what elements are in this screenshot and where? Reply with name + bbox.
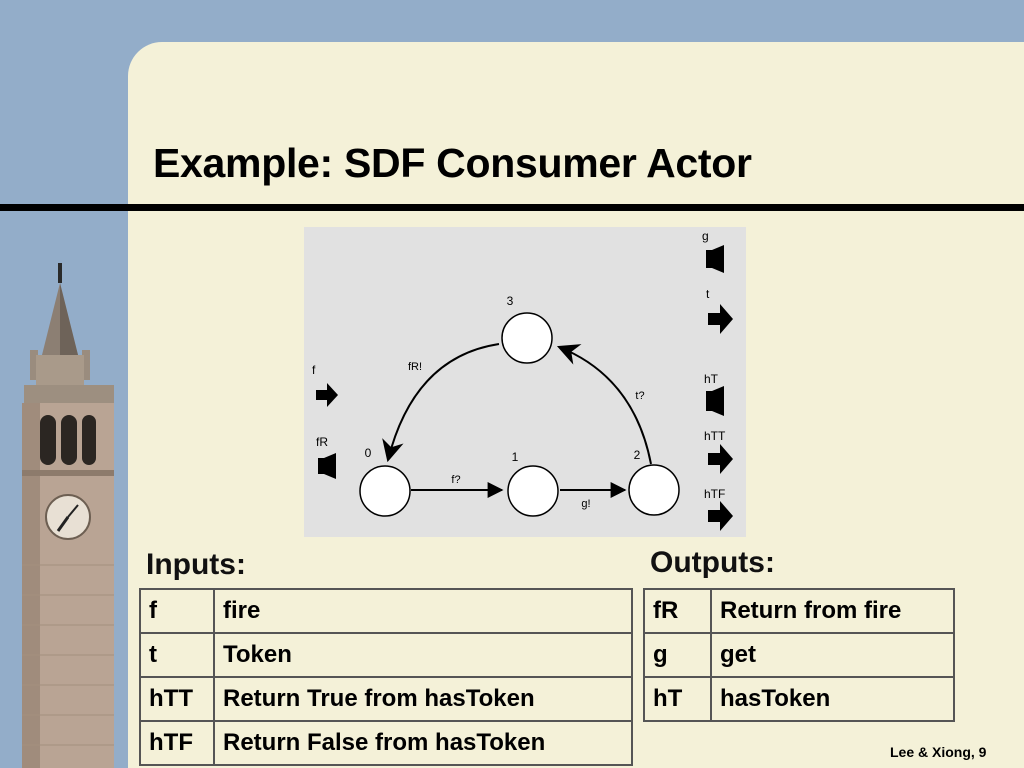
table-cell-value: hasToken <box>710 676 955 722</box>
slide-title: Example: SDF Consumer Actor <box>153 140 752 186</box>
table-cell-key: hTT <box>139 676 215 722</box>
state-label: 3 <box>507 294 514 308</box>
table-cell-value: Token <box>213 632 633 678</box>
output-port-icon <box>708 501 733 531</box>
input-port-icon <box>316 383 338 407</box>
state-machine-diagram: f? g! t? fR! 0 1 2 3 f fR g t hT hTT hTF <box>304 227 746 537</box>
title-divider <box>0 204 1024 211</box>
port-label: t <box>706 287 710 301</box>
table-row: f fire <box>139 588 633 634</box>
output-port-icon <box>708 444 733 474</box>
state-label: 2 <box>634 448 641 462</box>
port-label: g <box>702 229 709 243</box>
campanile-tower-image <box>22 263 114 768</box>
state-3 <box>501 312 553 364</box>
state-0 <box>359 465 411 517</box>
state-label: 0 <box>365 446 372 460</box>
transition-2-to-3 <box>556 344 652 465</box>
port-label: hT <box>704 372 719 386</box>
table-row: hT hasToken <box>643 676 955 722</box>
table-cell-key: t <box>139 632 215 678</box>
outputs-heading: Outputs: <box>650 546 775 579</box>
transition-label: f? <box>451 474 460 486</box>
table-cell-value: Return from fire <box>710 588 955 634</box>
state-label: 1 <box>512 450 519 464</box>
port-label: hTT <box>704 429 726 443</box>
state-2 <box>628 464 680 516</box>
state-1 <box>507 465 559 517</box>
transition-label: g! <box>581 498 590 510</box>
table-row: hTF Return False from hasToken <box>139 720 633 766</box>
port-label: f <box>312 363 316 377</box>
table-row: t Token <box>139 632 633 678</box>
table-cell-value: get <box>710 632 955 678</box>
table-row: fR Return from fire <box>643 588 955 634</box>
table-cell-key: g <box>643 632 712 678</box>
output-port-icon <box>708 304 733 334</box>
table-cell-value: Return True from hasToken <box>213 676 633 722</box>
table-row: g get <box>643 632 955 678</box>
table-cell-key: f <box>139 588 215 634</box>
table-cell-key: fR <box>643 588 712 634</box>
port-label: fR <box>316 435 328 449</box>
speaker-port-icon <box>706 245 724 273</box>
table-cell-key: hTF <box>139 720 215 766</box>
inputs-table: f fire t Token hTT Return True from hasT… <box>139 588 633 766</box>
outputs-table: fR Return from fire g get hT hasToken <box>643 588 955 722</box>
slide-footer: Lee & Xiong, 9 <box>890 744 987 760</box>
table-cell-value: Return False from hasToken <box>213 720 633 766</box>
transition-3-to-0 <box>382 343 500 463</box>
table-cell-key: hT <box>643 676 712 722</box>
inputs-heading: Inputs: <box>146 548 246 581</box>
port-label: hTF <box>704 487 725 501</box>
transition-label: t? <box>635 390 644 402</box>
speaker-port-icon <box>706 386 724 416</box>
table-row: hTT Return True from hasToken <box>139 676 633 722</box>
speaker-port-icon <box>318 453 336 479</box>
transition-label: fR! <box>408 361 422 373</box>
table-cell-value: fire <box>213 588 633 634</box>
